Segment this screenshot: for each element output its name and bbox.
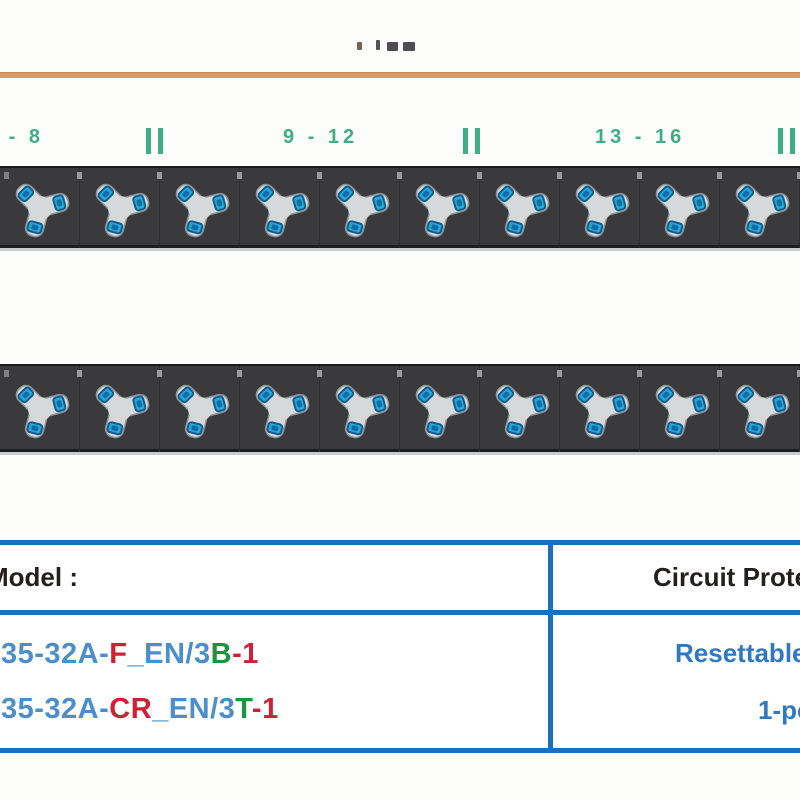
cropped-text-fragment <box>376 40 380 50</box>
outlet-group-index-row: 5 - 8 9 - 12 13 - 16 <box>0 126 800 158</box>
power-outlet <box>320 168 402 248</box>
accent-divider-line <box>0 72 800 78</box>
power-outlet <box>560 168 642 248</box>
outlet-socket-icon <box>495 384 549 439</box>
model-number-segment: T <box>235 692 252 725</box>
outlet-socket-icon <box>655 384 709 439</box>
circuit-protection-text: 1-pole <box>758 694 800 725</box>
model-number-segment: -1 <box>251 692 279 725</box>
outlet-socket-icon <box>255 384 309 439</box>
group-separator-bars <box>146 128 163 154</box>
pdu-outlet-strip-top <box>0 166 800 251</box>
power-outlet <box>560 366 642 452</box>
pdu-outlet-strip-bottom <box>0 364 800 455</box>
outlet-socket-icon <box>335 183 389 238</box>
model-number: 35-32A-CR_EN/3T-1 <box>1 693 548 726</box>
power-outlet <box>720 366 800 452</box>
outlet-socket-icon <box>175 183 229 238</box>
power-outlet <box>320 366 402 452</box>
outlet-socket-icon <box>495 183 549 238</box>
model-number-segment: F <box>109 637 128 670</box>
separator-bar <box>475 128 480 154</box>
power-outlet <box>480 168 562 248</box>
outlet-socket-icon <box>415 183 469 238</box>
power-outlet <box>240 168 322 248</box>
separator-bar <box>790 128 795 154</box>
model-number-segment: 35-32A- <box>1 692 110 725</box>
outlet-group-label: 9 - 12 <box>283 126 359 148</box>
separator-bar <box>778 128 783 154</box>
model-number-segment: 35-32A- <box>1 637 110 670</box>
model-number-segment: CR <box>109 692 153 725</box>
group-separator-bars <box>463 128 480 154</box>
table-header-circuit-protection: Circuit Protection <box>553 545 800 615</box>
power-outlet <box>240 366 322 452</box>
power-outlet <box>160 168 242 248</box>
cropped-text-fragment <box>357 42 362 50</box>
power-outlet <box>720 168 800 248</box>
model-number-segment: B <box>210 637 233 670</box>
model-number-segment: -1 <box>232 637 259 670</box>
outlet-socket-icon <box>95 384 149 439</box>
outlet-socket-icon <box>255 183 309 238</box>
outlet-group-label: 13 - 16 <box>595 126 686 148</box>
outlet-socket-icon <box>95 183 149 238</box>
power-outlet <box>160 366 242 452</box>
power-outlet <box>0 168 82 248</box>
model-header-label: Model : <box>0 562 78 592</box>
table-header-model: Model : <box>0 545 553 615</box>
circuit-protection-header-label: Circuit Protection <box>653 562 800 592</box>
model-number: 35-32A-F_EN/3B-1 <box>1 638 548 671</box>
outlet-socket-icon <box>735 384 789 439</box>
separator-bar <box>146 128 151 154</box>
model-number-segment: _EN/3 <box>152 692 236 725</box>
outlet-socket-icon <box>335 384 389 439</box>
outlet-socket-icon <box>15 384 69 439</box>
cropped-text-fragment <box>403 42 415 51</box>
spec-table: Model : Circuit Protection 35-32A-F_EN/3… <box>0 540 800 753</box>
outlet-socket-icon <box>175 384 229 439</box>
outlet-socket-icon <box>655 183 709 238</box>
outlet-socket-icon <box>735 183 789 238</box>
power-outlet <box>640 168 722 248</box>
group-separator-bars <box>778 128 795 154</box>
outlet-group-label: 5 - 8 <box>0 126 45 148</box>
circuit-protection-text: Resettable <box>675 637 800 668</box>
power-outlet <box>480 366 562 452</box>
power-outlet <box>80 168 162 248</box>
model-number-segment: _EN/3 <box>127 637 211 670</box>
cropped-text-fragment <box>387 42 398 51</box>
outlet-socket-icon <box>15 183 69 238</box>
power-outlet <box>0 366 82 452</box>
power-outlet <box>80 366 162 452</box>
outlet-socket-icon <box>575 384 629 439</box>
separator-bar <box>158 128 163 154</box>
power-outlet <box>400 168 482 248</box>
separator-bar <box>463 128 468 154</box>
power-outlet <box>640 366 722 452</box>
power-outlet <box>400 366 482 452</box>
outlet-socket-icon <box>575 183 629 238</box>
outlet-socket-icon <box>415 384 469 439</box>
circuit-protection-cell: Resettable 1-pole <box>553 615 800 748</box>
